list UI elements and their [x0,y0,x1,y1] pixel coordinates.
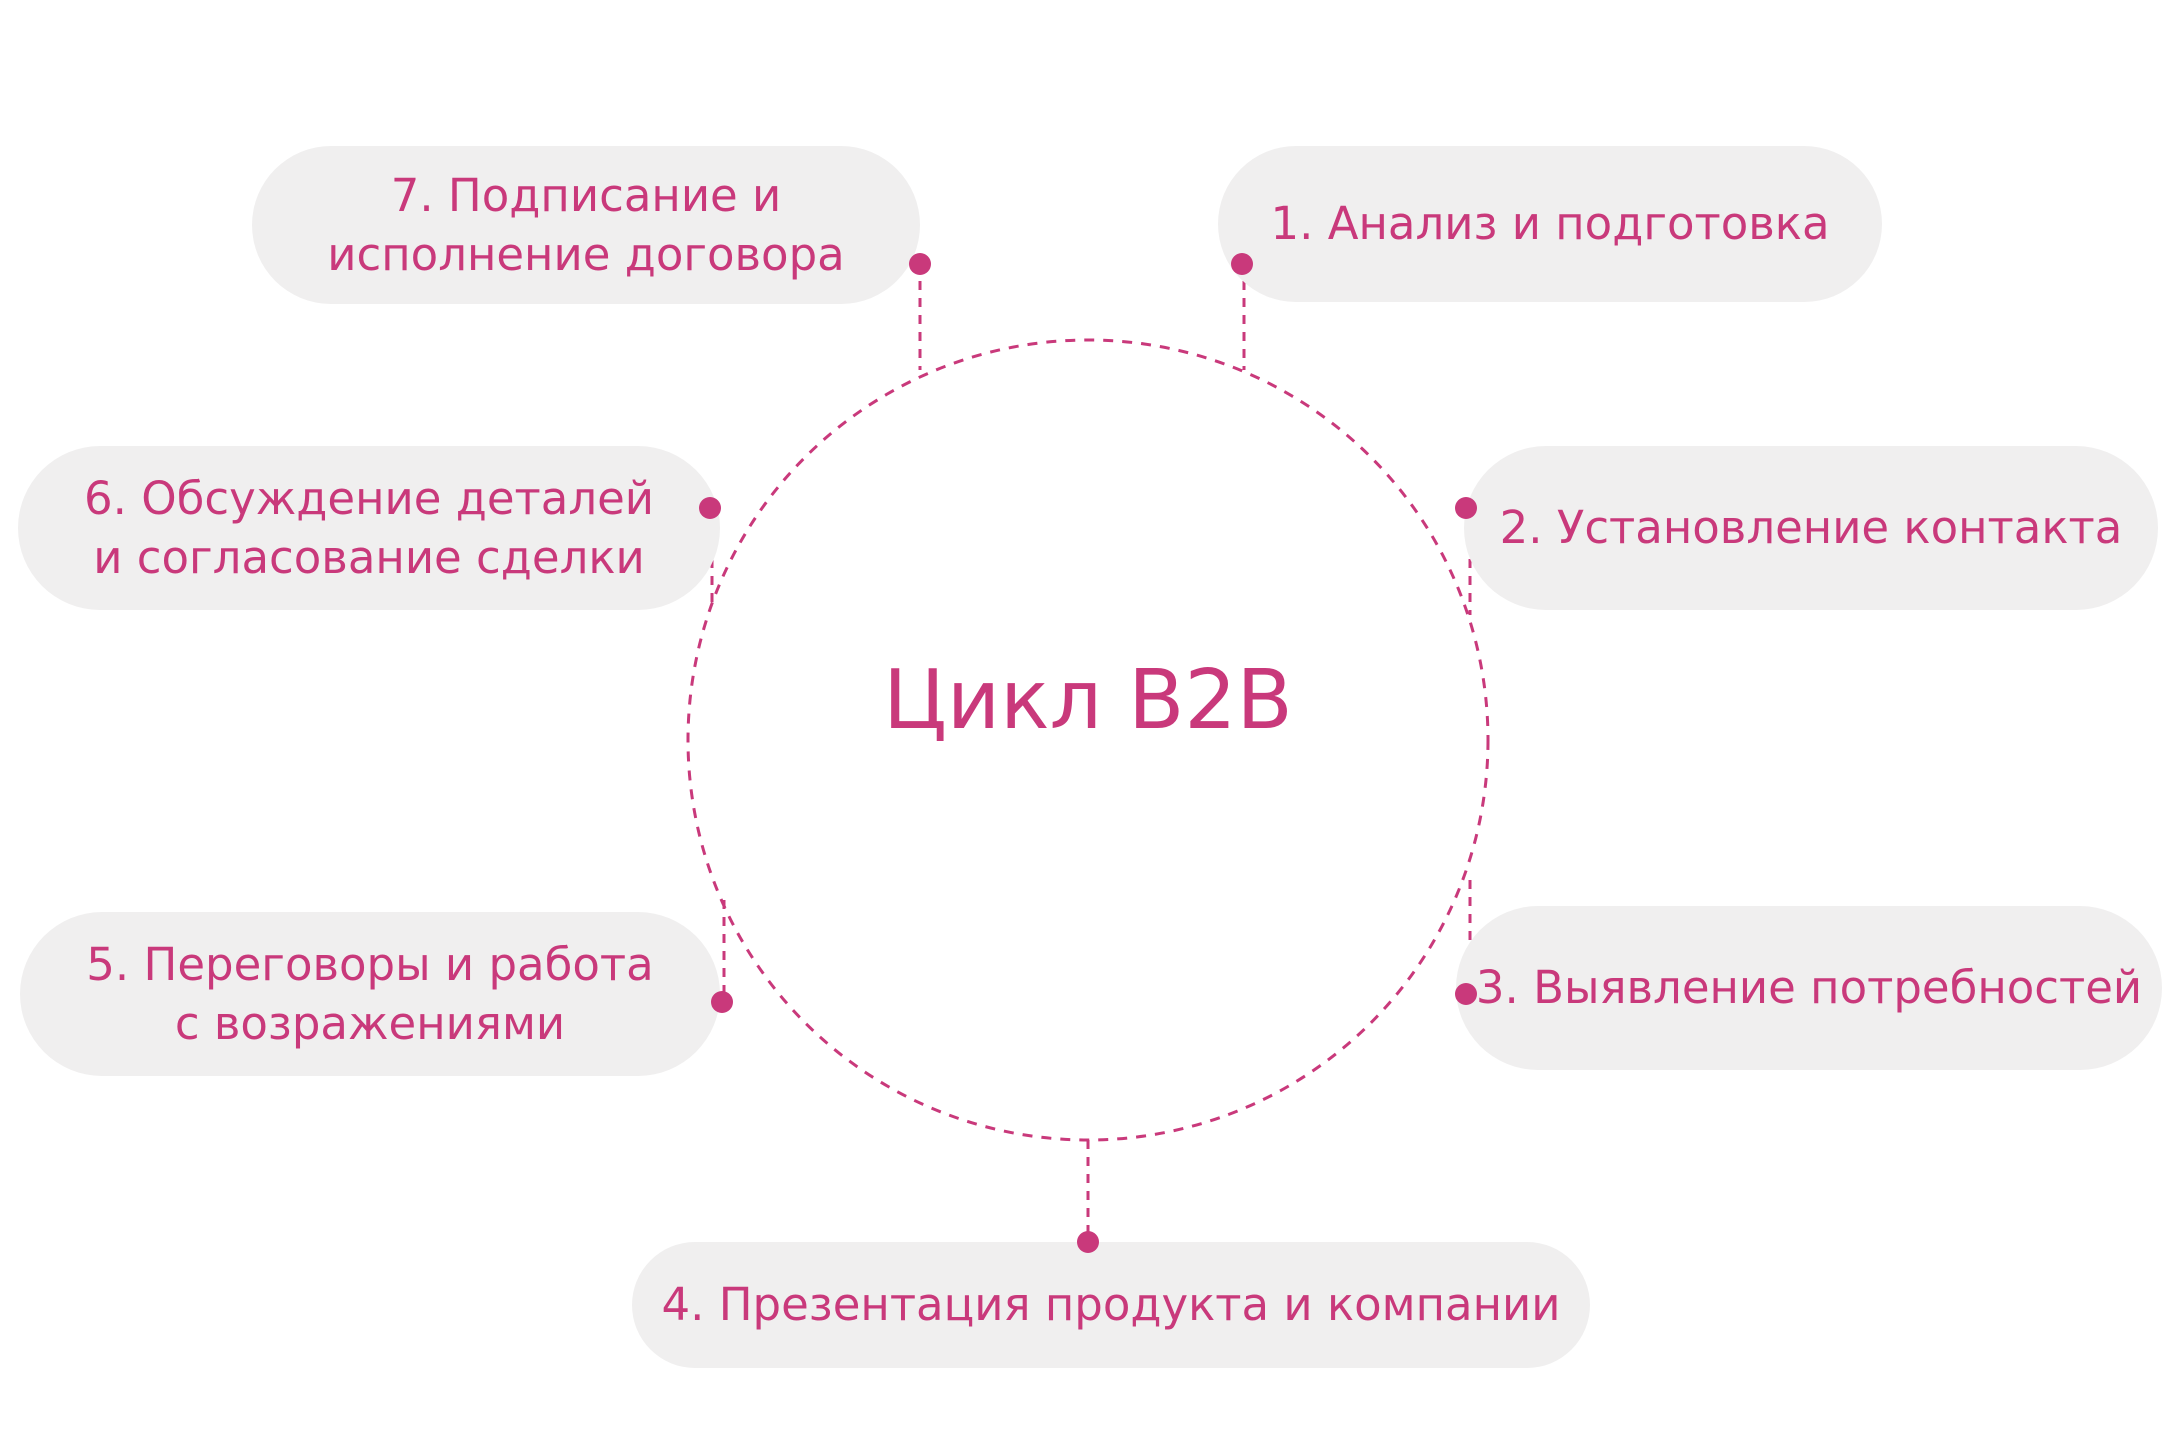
step-1-label: 1. Анализ и подготовка [1270,197,1830,251]
step-2-label: 2. Установление контакта [1499,501,2123,555]
dot-step-2 [1455,497,1477,519]
step-7-label-line-1: 7. Подписание и [390,168,782,222]
cycle-title: Цикл B2B [883,653,1293,748]
dot-step-5 [711,991,733,1013]
step-6-label: 6. Обсуждение деталей и согласование сде… [84,469,654,588]
step-5-label-line-2: с возражениями [174,997,566,1050]
dot-step-6 [699,497,721,519]
step-3-label: 3. Выявление потребностей [1475,961,2143,1015]
step-7-label-line-2: исполнение договора [327,228,845,281]
step-7-label: 7. Подписание и исполнение договора [327,166,844,285]
step-5-pill: 5. Переговоры и работа с возражениями [20,912,720,1076]
dot-step-7 [909,253,931,275]
step-1-pill: 1. Анализ и подготовка [1218,146,1882,302]
step-5-label: 5. Переговоры и работа с возражениями [86,935,653,1054]
step-3-pill: 3. Выявление потребностей [1456,906,2162,1070]
dot-step-3 [1455,983,1477,1005]
step-4-pill: 4. Презентация продукта и компании [632,1242,1590,1368]
dot-step-1 [1231,253,1253,275]
step-2-pill: 2. Установление контакта [1464,446,2158,610]
step-6-label-line-2: и согласование сделки [93,531,645,584]
dot-step-4 [1077,1231,1099,1253]
step-7-pill: 7. Подписание и исполнение договора [252,146,920,304]
step-5-label-line-1: 5. Переговоры и работа [86,937,654,991]
step-6-pill: 6. Обсуждение деталей и согласование сде… [18,446,720,610]
step-4-label: 4. Презентация продукта и компании [661,1278,1561,1332]
step-6-label-line-1: 6. Обсуждение деталей [83,471,655,525]
